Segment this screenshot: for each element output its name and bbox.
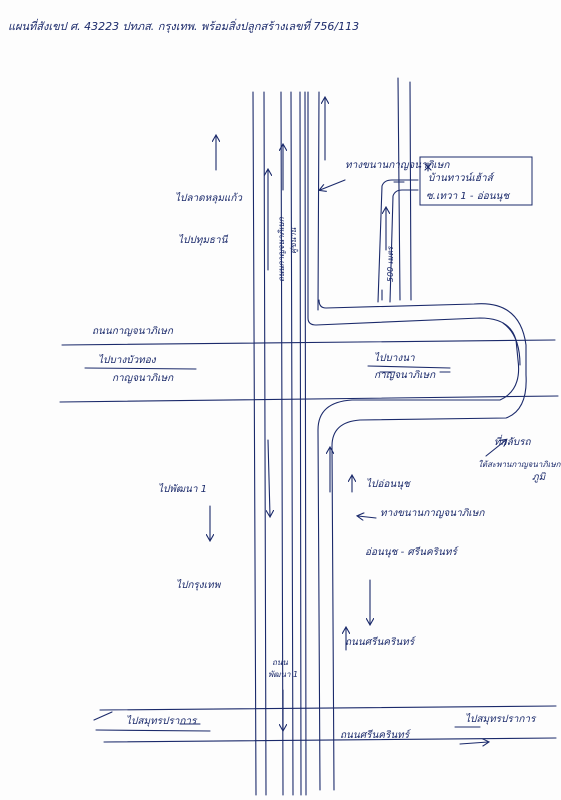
arrow-down-icon bbox=[268, 439, 270, 516]
label-to-samut-prakan-left: ไปสมุทรปราการ bbox=[126, 715, 198, 727]
label-u-turn-bridge: ใต้สะพานกาญจนาภิเษก bbox=[478, 459, 561, 469]
label-to-lat-lum-kaeo: ไปลาดหลุมแก้ว bbox=[175, 192, 243, 204]
map-labels: ไปลาดหลุมแก้ว ไปปทุมธานี ถนนกาญจนาภิเษก … bbox=[92, 159, 561, 741]
arrow-up-icon bbox=[382, 208, 386, 301]
arrow-right-icon bbox=[454, 726, 488, 744]
label-distance: 500 เมตร bbox=[386, 245, 395, 282]
house-soi-label: ซ.เทวา 1 - อ่อนนุช bbox=[426, 191, 510, 202]
arrow-tick-icon bbox=[93, 711, 113, 721]
arrow-pointer-icon bbox=[320, 179, 346, 190]
cross-road-lower bbox=[95, 705, 557, 743]
label-to-samut-prakan-right: ไปสมุทรปราการ bbox=[465, 713, 537, 725]
label-kanchanaphisek-right: กาญจนาภิเษก bbox=[374, 369, 436, 381]
arrow-left-icon bbox=[358, 516, 377, 518]
cross-road-upper bbox=[59, 339, 559, 403]
label-to-bang-bua-thong: ไปบางบัวทอง bbox=[98, 354, 157, 366]
label-to-bangkok: ไปกรุงเทพ bbox=[176, 579, 222, 591]
label-u-turn-3: ภูมิ bbox=[532, 471, 547, 483]
label-frontage-bottom: ทางขนานกาญจนาภิเษก bbox=[380, 507, 485, 519]
label-to-phatthana-1: ไปพัฒนา 1 bbox=[158, 483, 207, 495]
label-parallel-road-2: คู่ขนาน bbox=[289, 227, 299, 254]
main-highway bbox=[252, 91, 320, 796]
star-marker-icon bbox=[424, 162, 432, 172]
label-u-turn: ที่กลับรถ bbox=[494, 434, 531, 448]
label-to-pathum: ไปปทุมธานี bbox=[178, 234, 229, 246]
label-thepharak-2: พัฒนา 1 bbox=[268, 670, 298, 679]
arrow-pointer-icon bbox=[485, 440, 506, 457]
label-highway-left: ถนนกาญจนาภิเษก bbox=[92, 325, 174, 337]
house-label: บ้านทาวน์เฮ้าส์ bbox=[428, 172, 495, 184]
label-parallel-road: ถนนกาญจนาภิเษก bbox=[277, 216, 286, 282]
label-srinakarin-bottom: ถนนศรีนครินทร์ bbox=[340, 729, 411, 741]
target-house: บ้านทาวน์เฮ้าส์ ซ.เทวา 1 - อ่อนนุช bbox=[419, 156, 533, 206]
label-kanchanaphisek-left: กาญจนาภิเษก bbox=[112, 372, 174, 384]
label-to-on-nut: ไปอ่อนนุช bbox=[366, 478, 411, 490]
label-srinakarin-road: ถนนศรีนครินทร์ bbox=[345, 636, 416, 648]
map-title: แผนที่สังเขป ศ. 43223 ปทภส. กรุงเทพ. พร้… bbox=[8, 18, 359, 33]
frontage-road-top bbox=[307, 77, 527, 376]
label-on-nut-srinakarin: อ่อนนุช - ศรีนครินทร์ bbox=[365, 546, 459, 558]
label-frontage-top: ทางขนานกาญจนาภิเษก bbox=[345, 159, 450, 171]
label-thepharak-1: ถนน bbox=[272, 658, 288, 667]
label-to-bang-na: ไปบางนา bbox=[374, 352, 415, 364]
direction-arrows bbox=[93, 98, 506, 744]
u-turn-road bbox=[317, 322, 527, 791]
